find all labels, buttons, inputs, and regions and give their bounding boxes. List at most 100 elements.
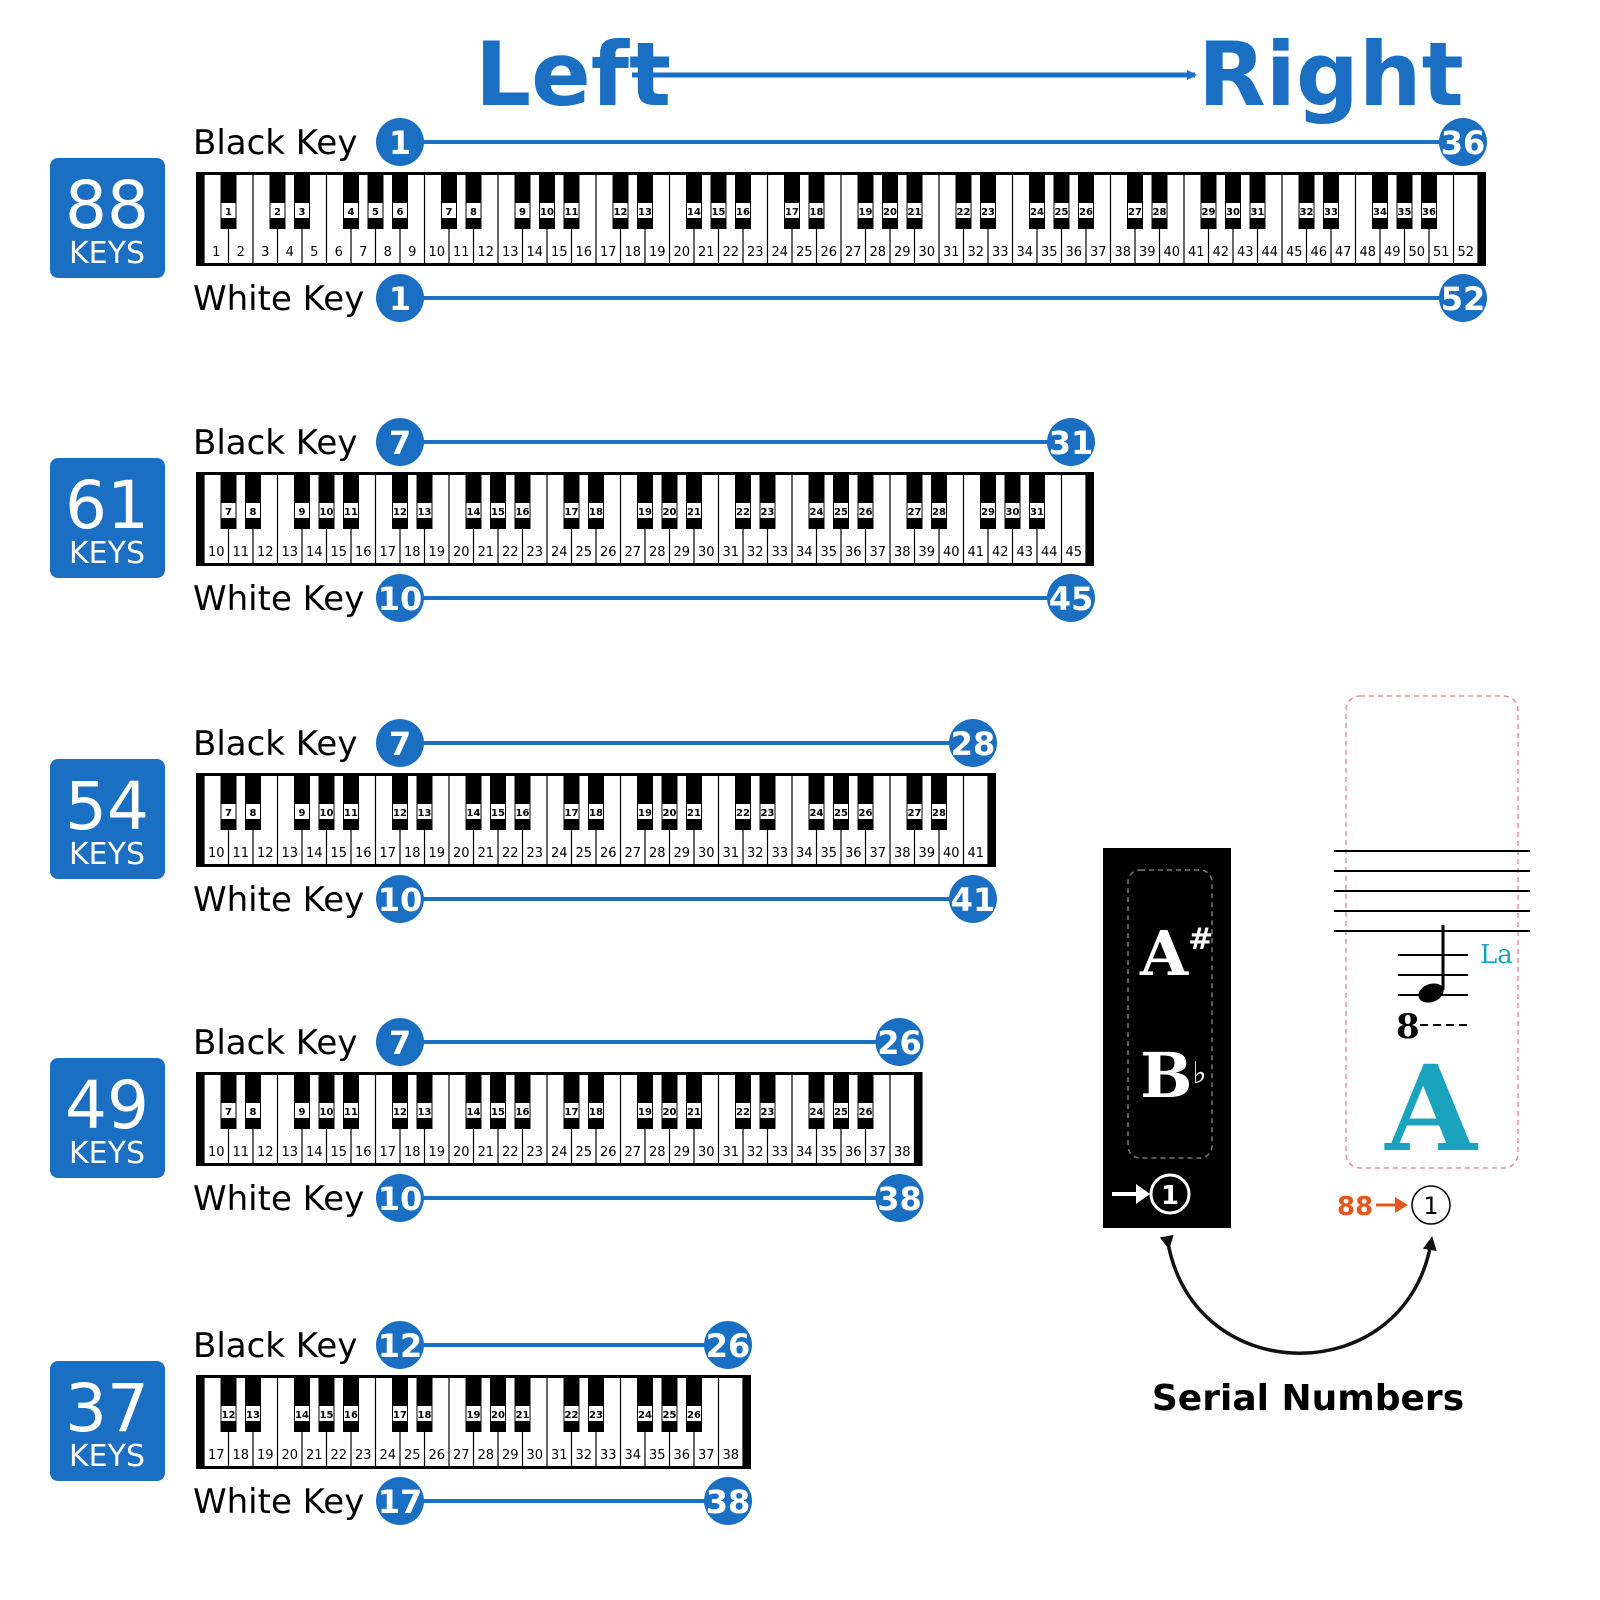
black-key bbox=[686, 175, 702, 229]
black-key-number: 29 bbox=[1202, 207, 1216, 218]
black-key-label-bg bbox=[687, 804, 701, 819]
black-key-range-end-circle bbox=[949, 719, 997, 767]
white-key-number: 40 bbox=[943, 846, 960, 861]
white-key-number: 45 bbox=[1286, 245, 1303, 260]
black-key-number: 31 bbox=[1251, 207, 1265, 218]
black-key-label-bg bbox=[638, 203, 652, 218]
black-key bbox=[588, 1378, 604, 1432]
black-key bbox=[465, 175, 482, 229]
white-key-number: 23 bbox=[526, 846, 543, 861]
white-key-number: 4 bbox=[286, 245, 294, 260]
black-sticker-arrow-head bbox=[1136, 1184, 1150, 1204]
white-key-number: 24 bbox=[551, 846, 568, 861]
black-key-label-bg bbox=[515, 804, 530, 819]
black-key-label-bg bbox=[466, 1406, 481, 1421]
white-key-range-start: 10 bbox=[378, 1180, 423, 1218]
black-key-number: 18 bbox=[589, 507, 603, 518]
black-key-number: 32 bbox=[1300, 207, 1314, 218]
black-key-number: 24 bbox=[810, 1107, 824, 1118]
black-key bbox=[1421, 175, 1437, 229]
black-key-label-bg bbox=[1201, 203, 1216, 218]
black-key-number: 10 bbox=[320, 1107, 334, 1118]
white-key-range-start-circle bbox=[376, 1477, 424, 1525]
white-key-number: 31 bbox=[722, 545, 739, 560]
black-key-number: 20 bbox=[663, 808, 677, 819]
white-key-number: 43 bbox=[1237, 245, 1254, 260]
white-key-number: 35 bbox=[1041, 245, 1058, 260]
black-key-number: 22 bbox=[736, 808, 750, 819]
key-count-unit: KEYS bbox=[69, 1439, 145, 1474]
black-key bbox=[735, 776, 751, 830]
white-key-number: 11 bbox=[232, 545, 249, 560]
white-key-number: 23 bbox=[526, 1145, 543, 1160]
black-key-label-bg bbox=[956, 203, 971, 218]
black-key-range-end: 28 bbox=[951, 725, 996, 763]
black-key-label-bg bbox=[491, 804, 505, 819]
white-key-range-start-circle bbox=[376, 274, 424, 322]
black-key-range-start-circle bbox=[376, 418, 424, 466]
black-key-label-bg bbox=[319, 1406, 334, 1421]
white-key-number: 5 bbox=[310, 245, 318, 260]
white-key-number: 29 bbox=[673, 1145, 690, 1160]
black-key-number: 30 bbox=[1006, 507, 1020, 518]
white-key-number: 43 bbox=[1016, 545, 1033, 560]
black-key-range-label: Black Key bbox=[193, 423, 357, 463]
white-key-number: 10 bbox=[428, 245, 445, 260]
white-key-number: 28 bbox=[649, 1145, 666, 1160]
black-key-label-bg bbox=[858, 1103, 873, 1118]
black-key bbox=[612, 175, 629, 229]
black-key-number: 18 bbox=[589, 1107, 603, 1118]
black-key bbox=[245, 1378, 261, 1432]
black-key-number: 23 bbox=[761, 507, 775, 518]
black-key-label-bg bbox=[246, 804, 260, 819]
black-key-range-start-circle bbox=[376, 1321, 424, 1369]
white-key-number: 34 bbox=[796, 846, 813, 861]
solfege-label: La bbox=[1480, 940, 1513, 970]
black-key-number: 10 bbox=[320, 808, 334, 819]
black-key-label-bg bbox=[1397, 203, 1412, 218]
black-key-label-bg bbox=[736, 804, 750, 819]
black-key-label-bg bbox=[834, 1103, 848, 1118]
black-key bbox=[563, 1075, 580, 1129]
black-key bbox=[465, 1075, 482, 1129]
black-key bbox=[245, 776, 261, 830]
black-key-label-bg bbox=[907, 503, 922, 518]
white-key-number: 34 bbox=[1016, 245, 1033, 260]
white-key-number: 28 bbox=[649, 545, 666, 560]
white-key-number: 31 bbox=[722, 1145, 739, 1160]
black-sticker-cut-line bbox=[1127, 869, 1213, 1159]
white-key-number: 8 bbox=[384, 245, 392, 260]
white-key bbox=[964, 776, 988, 864]
white-key-number: 15 bbox=[551, 245, 568, 260]
black-key-label-bg bbox=[907, 203, 922, 218]
key-count-number: 49 bbox=[65, 1067, 149, 1144]
white-key-number: 36 bbox=[845, 1145, 862, 1160]
white-key-number: 30 bbox=[698, 846, 715, 861]
white-key-number: 14 bbox=[306, 846, 323, 861]
black-key bbox=[906, 175, 923, 229]
black-key-label-bg bbox=[687, 1103, 701, 1118]
black-key-label-bg bbox=[858, 203, 873, 218]
black-key-label-bg bbox=[662, 1406, 677, 1421]
white-key-number: 26 bbox=[428, 1448, 445, 1463]
black-key bbox=[1004, 475, 1021, 529]
serial-numbers-arrow bbox=[1159, 1234, 1437, 1355]
black-key bbox=[392, 175, 408, 229]
black-key-label-bg bbox=[687, 203, 701, 218]
black-key bbox=[220, 475, 237, 529]
black-key-range-start: 1 bbox=[389, 124, 411, 162]
key-count-unit: KEYS bbox=[69, 236, 145, 271]
black-key-number: 7 bbox=[225, 808, 232, 819]
black-key-label-bg bbox=[1152, 203, 1167, 218]
black-key-number: 12 bbox=[393, 808, 407, 819]
white-key-number: 23 bbox=[747, 245, 764, 260]
black-key bbox=[833, 1075, 849, 1129]
black-key-range-end-circle bbox=[1439, 118, 1487, 166]
black-key-number: 27 bbox=[1128, 207, 1142, 218]
black-key-label-bg bbox=[466, 1103, 481, 1118]
black-key bbox=[318, 475, 335, 529]
black-key-number: 11 bbox=[344, 808, 358, 819]
white-key-number: 44 bbox=[1041, 545, 1058, 560]
